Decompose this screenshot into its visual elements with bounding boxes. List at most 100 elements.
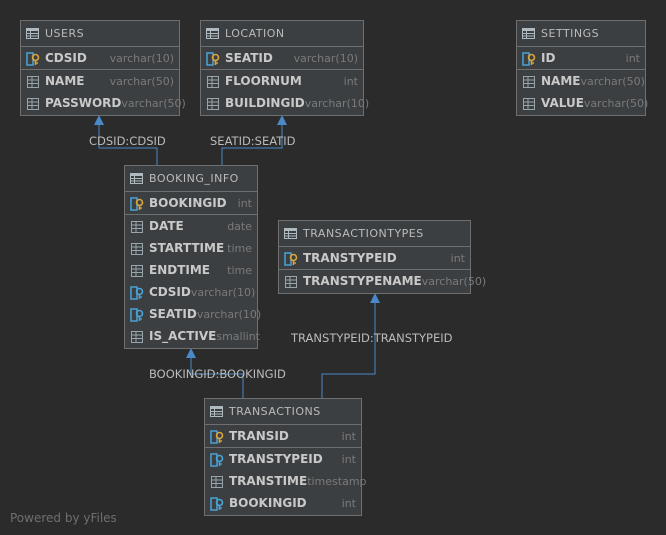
column-icon: [130, 241, 144, 255]
relation-label-transtypeid: TRANSTYPEID:TRANSTYPEID: [291, 331, 453, 345]
foreign-key-icon: [210, 452, 224, 467]
column-type: int: [341, 429, 356, 443]
table-header[interactable]: BOOKING_INFO: [125, 166, 257, 192]
table-name: SETTINGS: [541, 27, 600, 40]
column-type: timestamp: [307, 474, 367, 488]
column-icon: [26, 74, 40, 88]
column-type: int: [625, 51, 640, 65]
table-header[interactable]: TRANSACTIONTYPES: [279, 221, 470, 247]
primary-key-icon: [130, 196, 144, 211]
column-icon: [206, 96, 220, 110]
table-header[interactable]: SETTINGS: [517, 21, 645, 47]
column-name: NAME: [45, 74, 85, 88]
table-icon: [206, 28, 219, 39]
column-name: DATE: [149, 219, 184, 233]
footer-powered-by: Powered by yFiles: [10, 511, 117, 525]
column-name: BOOKINGID: [229, 496, 307, 510]
relation-label-cdsid: CDSID:CDSID: [89, 134, 166, 148]
column-name: PASSWORD: [45, 96, 122, 110]
table-name: TRANSACTIONTYPES: [303, 227, 424, 240]
table-row[interactable]: BOOKINGID int: [125, 192, 257, 215]
column-name: VALUE: [541, 96, 584, 110]
table-header[interactable]: LOCATION: [201, 21, 363, 47]
column-name: ENDTIME: [149, 263, 210, 277]
column-type: varchar(10): [196, 307, 262, 321]
column-type: varchar(50): [121, 96, 186, 110]
table-row[interactable]: BOOKINGID int: [205, 492, 361, 514]
column-name: IS_ACTIVE: [149, 329, 217, 343]
column-icon: [130, 263, 144, 277]
table-name: BOOKING_INFO: [149, 172, 239, 185]
column-name: TRANSTYPEID: [229, 452, 323, 466]
primary-key-icon: [522, 51, 536, 66]
column-name: SEATID: [149, 307, 197, 321]
column-name: NAME: [541, 74, 581, 88]
table-row[interactable]: CDSID varchar(10): [21, 47, 179, 70]
column-name: CDSID: [45, 51, 87, 65]
column-name: STARTTIME: [149, 241, 225, 255]
column-type: varchar(50): [421, 274, 487, 288]
column-type: varchar(10): [109, 51, 174, 65]
foreign-key-icon: [210, 496, 224, 511]
table-header[interactable]: TRANSACTIONS: [205, 399, 361, 425]
primary-key-icon: [210, 429, 224, 444]
column-type: varchar(10): [190, 285, 256, 299]
column-type: int: [450, 251, 465, 265]
column-type: varchar(10): [293, 51, 358, 65]
table-name: LOCATION: [225, 27, 285, 40]
column-name: TRANSTIME: [229, 474, 308, 488]
column-type: date: [227, 219, 252, 233]
table-icon: [210, 406, 223, 417]
table-name: USERS: [45, 27, 85, 40]
foreign-key-icon: [130, 307, 144, 322]
edge-transtypeid: [321, 300, 376, 398]
column-name: BUILDINGID: [225, 96, 305, 110]
table-header[interactable]: USERS: [21, 21, 179, 47]
edge-bookingid: [190, 356, 244, 398]
column-type: varchar(50): [583, 96, 649, 110]
column-icon: [26, 96, 40, 110]
table-row[interactable]: DATE date: [125, 215, 257, 237]
edge-cdsid-arrow: [94, 115, 104, 125]
column-type: smallint: [216, 329, 260, 343]
column-name: BOOKINGID: [149, 196, 227, 210]
primary-key-icon: [26, 51, 40, 66]
column-icon: [210, 474, 224, 488]
edge-seatid-arrow: [277, 115, 287, 125]
column-icon: [130, 219, 144, 233]
column-type: int: [343, 74, 358, 88]
table-icon: [26, 28, 39, 39]
table-icon: [284, 228, 297, 239]
column-icon: [206, 74, 220, 88]
column-icon: [522, 96, 536, 110]
column-name: CDSID: [149, 285, 191, 299]
column-type: int: [237, 196, 252, 210]
primary-key-icon: [284, 251, 298, 266]
column-type: int: [341, 496, 356, 510]
